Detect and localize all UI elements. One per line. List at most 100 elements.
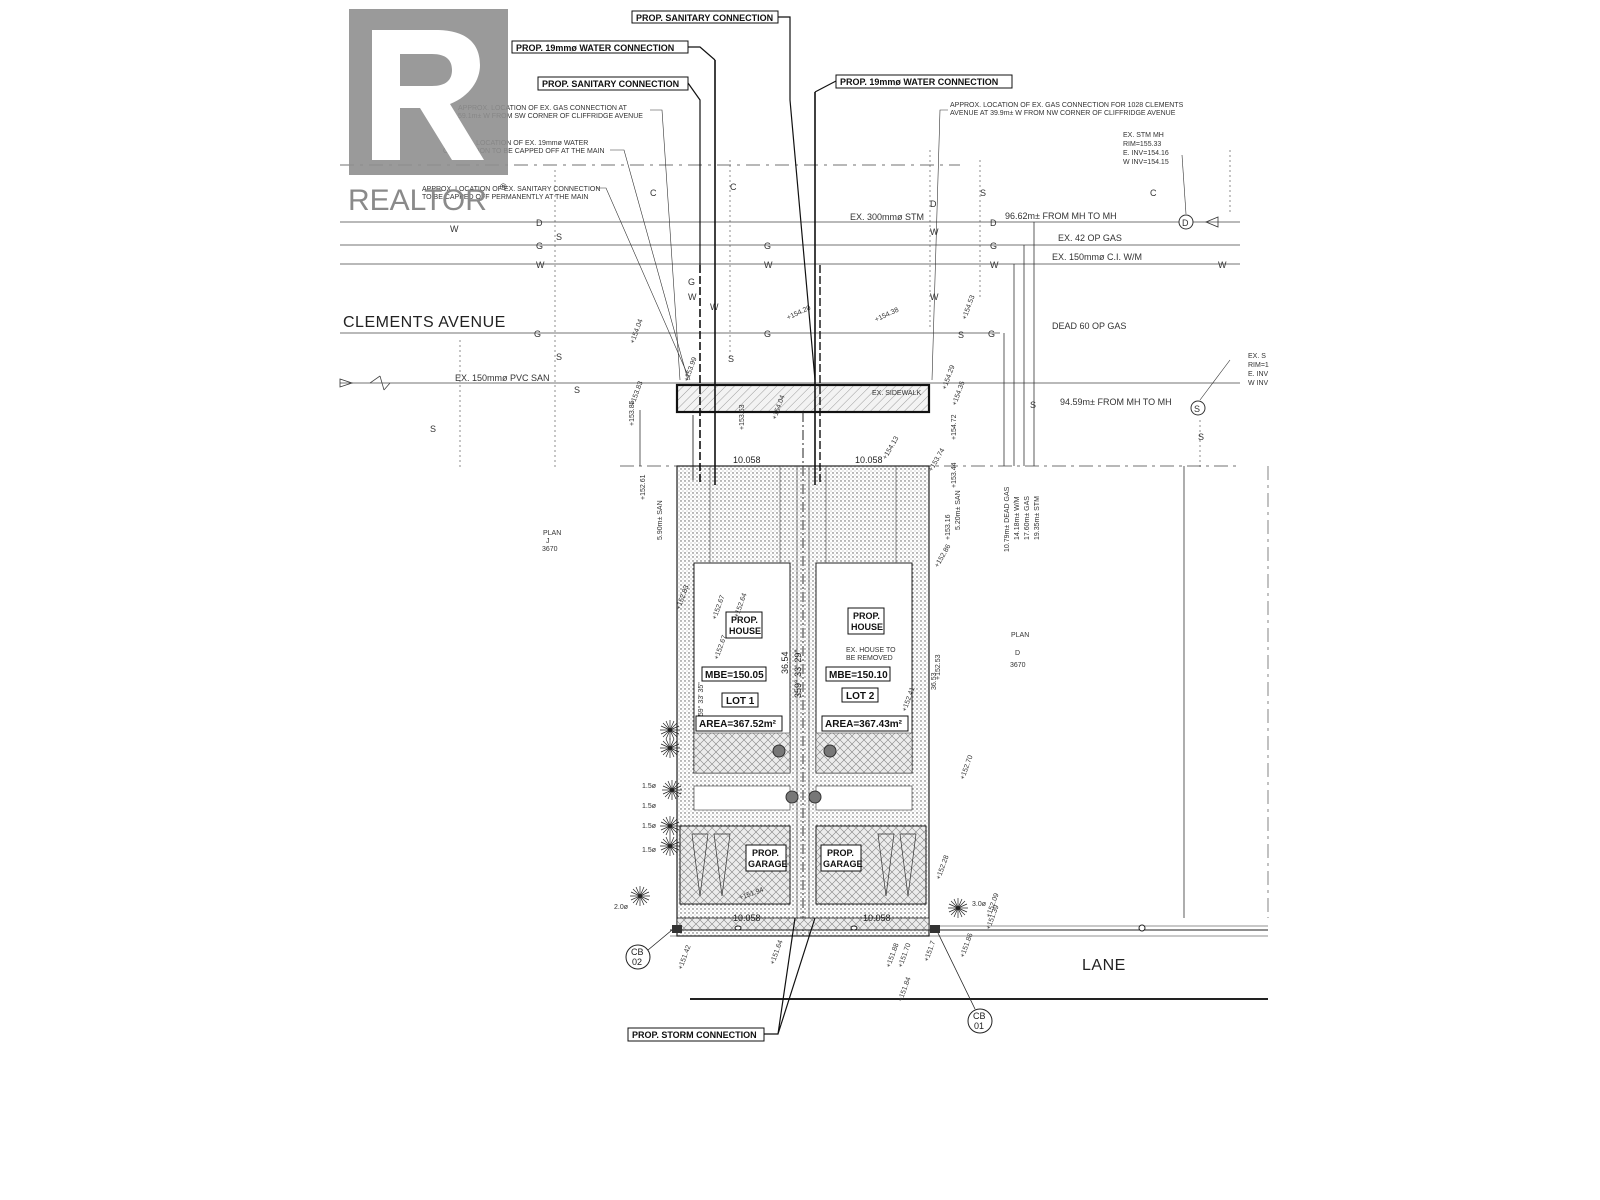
note-water-cap: APPROX. LOCATION OF EX. 19mmø WATER CONN… <box>443 140 689 381</box>
svg-text:PROP. 19mmø WATER CONNECTION: PROP. 19mmø WATER CONNECTION <box>840 77 998 87</box>
svg-text:D: D <box>536 218 543 228</box>
svg-text:APPROX. LOCATION OF EX. GAS CO: APPROX. LOCATION OF EX. GAS CONNECTION F… <box>950 102 1184 109</box>
realtor-logo: REALTOR ® <box>348 9 508 217</box>
svg-text:S: S <box>574 385 580 395</box>
svg-text:W INV: W INV <box>1248 380 1269 387</box>
svg-text:W: W <box>536 260 545 270</box>
svg-text:TO BE CAPPED OFF PERMANENTLY A: TO BE CAPPED OFF PERMANENTLY AT THE MAIN <box>422 194 588 201</box>
svg-text:36.53: 36.53 <box>931 672 938 690</box>
svg-text:APPROX. LOCATION OF EX. 19mmø: APPROX. LOCATION OF EX. 19mmø WATER <box>443 140 588 147</box>
street-elevations: +154.04 +154.20 +154.38 +154.53 <box>629 294 976 344</box>
svg-text:GARAGE: GARAGE <box>823 859 863 869</box>
svg-text:10.79m± DEAD GAS: 10.79m± DEAD GAS <box>1004 486 1011 552</box>
svg-text:EX. S: EX. S <box>1248 353 1266 360</box>
svg-text:LOT 2: LOT 2 <box>846 691 875 702</box>
svg-text:W: W <box>930 227 939 237</box>
svg-text:EX. HOUSE TO: EX. HOUSE TO <box>846 647 896 654</box>
plan-j-label: PLAN J 3670 <box>542 530 561 553</box>
plan-d-label: PLAN D 3670 <box>1010 632 1029 669</box>
callout-storm: PROP. STORM CONNECTION <box>627 917 816 1042</box>
svg-text:PLAN: PLAN <box>1011 632 1029 639</box>
svg-text:S: S <box>1030 400 1036 410</box>
storm-manhole-note: EX. STM MH RIM=155.33 E. INV=154.16 W IN… <box>1123 132 1169 166</box>
sanitary-manhole-note: EX. S RIM=1 E. INV W INV <box>1248 353 1269 387</box>
service-box-icon <box>772 744 837 804</box>
svg-text:D: D <box>1015 650 1020 657</box>
svg-text:PROP.: PROP. <box>853 611 880 621</box>
catch-basin-cb01: CB 01 <box>930 925 993 1034</box>
callout-sanitary-top: PROP. SANITARY CONNECTION <box>631 10 816 381</box>
svg-text:W: W <box>688 292 697 302</box>
svg-text:CB: CB <box>631 947 644 957</box>
svg-text:+154.35: +154.35 <box>951 380 966 406</box>
svg-text:PROP.: PROP. <box>827 848 854 858</box>
svg-text:2.0ø: 2.0ø <box>614 904 629 911</box>
svg-text:+151.42: +151.42 <box>677 944 692 970</box>
offset-dimension-lines <box>639 222 1035 466</box>
svg-text:EX. 150mmø C.I. W/M: EX. 150mmø C.I. W/M <box>1052 252 1142 262</box>
svg-text:G: G <box>534 329 541 339</box>
svg-text:PROP.: PROP. <box>731 615 758 625</box>
svg-text:10.058: 10.058 <box>733 913 761 923</box>
svg-text:10.058: 10.058 <box>733 455 761 465</box>
svg-text:AREA=367.52m²: AREA=367.52m² <box>699 719 777 730</box>
svg-text:APPROX. LOCATION OF EX. SANITA: APPROX. LOCATION OF EX. SANITARY CONNECT… <box>422 186 600 193</box>
svg-text:+154.13: +154.13 <box>882 435 901 461</box>
svg-text:S: S <box>430 424 436 434</box>
svg-text:+153.16: +153.16 <box>945 514 952 540</box>
svg-text:GARAGE: GARAGE <box>748 859 788 869</box>
svg-text:AREA=367.43m²: AREA=367.43m² <box>825 719 903 730</box>
svg-text:W INV=154.15: W INV=154.15 <box>1123 159 1169 166</box>
svg-text:DEAD 60 OP GAS: DEAD 60 OP GAS <box>1052 321 1126 331</box>
svg-text:PROP. 19mmø WATER CONNECTION: PROP. 19mmø WATER CONNECTION <box>516 43 674 53</box>
svg-text:G: G <box>688 277 695 287</box>
svg-text:+154.38: +154.38 <box>874 307 900 324</box>
svg-text:E. INV: E. INV <box>1248 371 1269 378</box>
svg-text:+153.53: +153.53 <box>739 404 746 430</box>
svg-text:W: W <box>764 260 773 270</box>
utility-lines <box>340 150 1240 470</box>
svg-text:S: S <box>556 352 562 362</box>
svg-text:36.54: 36.54 <box>780 651 790 674</box>
svg-text:59.1m± W FROM SW CORNER OF CLI: 59.1m± W FROM SW CORNER OF CLIFFRIDGE AV… <box>458 113 643 120</box>
svg-text:J: J <box>546 538 550 545</box>
svg-text:C: C <box>730 182 737 192</box>
svg-text:359° 33' 29": 359° 33' 29" <box>793 649 803 698</box>
svg-text:C: C <box>650 188 657 198</box>
svg-text:19.35m± STM: 19.35m± STM <box>1034 496 1041 540</box>
svg-text:MBE=150.05: MBE=150.05 <box>705 670 764 681</box>
svg-text:1.5ø: 1.5ø <box>642 823 657 830</box>
svg-text:D: D <box>1182 218 1189 228</box>
svg-text:E. INV=154.16: E. INV=154.16 <box>1123 150 1169 157</box>
svg-text:MBE=150.10: MBE=150.10 <box>829 670 888 681</box>
svg-text:3670: 3670 <box>1010 662 1026 669</box>
svg-text:AVENUE AT 39.9m± W FROM NW COR: AVENUE AT 39.9m± W FROM NW CORNER OF CLI… <box>950 110 1176 117</box>
flow-arrow-icon <box>339 216 1219 388</box>
svg-text:W: W <box>1218 260 1227 270</box>
storm-manhole-icon: D <box>1178 214 1194 230</box>
svg-text:S: S <box>1198 432 1204 442</box>
svg-text:+154.04: +154.04 <box>629 318 644 344</box>
svg-text:17.60m± GAS: 17.60m± GAS <box>1024 496 1031 540</box>
svg-text:D: D <box>990 218 997 228</box>
svg-text:+153.85: +153.85 <box>629 400 636 426</box>
street-name-lane: LANE <box>1082 957 1126 974</box>
svg-text:+152.61: +152.61 <box>640 474 647 500</box>
callout-water-right: PROP. 19mmø WATER CONNECTION <box>814 74 1013 93</box>
svg-text:®: ® <box>500 182 507 192</box>
svg-text:+154.29: +154.29 <box>941 364 956 390</box>
tree-icon <box>630 720 968 918</box>
svg-text:3670: 3670 <box>542 546 558 553</box>
tree-size-labels: 1.5ø 1.5ø 1.5ø 1.5ø 2.0ø 3.0ø <box>614 783 987 911</box>
svg-text:1.5ø: 1.5ø <box>642 803 657 810</box>
svg-text:G: G <box>764 241 771 251</box>
svg-text:EX. SIDEWALK: EX. SIDEWALK <box>872 390 921 397</box>
svg-text:EX. 300mmø STM: EX. 300mmø STM <box>850 212 924 222</box>
svg-text:PROP.: PROP. <box>752 848 779 858</box>
svg-text:BE REMOVED: BE REMOVED <box>846 655 893 662</box>
svg-text:14.18m± W/M: 14.18m± W/M <box>1014 496 1021 540</box>
svg-text:3.0ø: 3.0ø <box>972 901 987 908</box>
svg-text:PROP. SANITARY CONNECTION: PROP. SANITARY CONNECTION <box>636 13 773 23</box>
svg-text:1.5ø: 1.5ø <box>642 847 657 854</box>
